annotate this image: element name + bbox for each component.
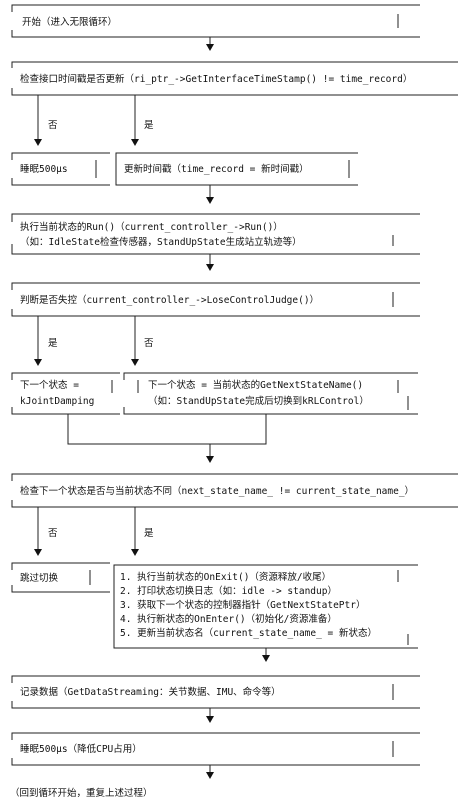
arrow-down-icon: [131, 359, 139, 366]
update-time-text: 更新时间戳（time_record = 新时间戳）: [124, 163, 309, 175]
check-diff-text: 检查下一个状态是否与当前状态不同（next_state_name_ != cur…: [20, 485, 414, 497]
branch-label-no: 否: [48, 528, 58, 539]
branch-label-yes: 是: [144, 528, 154, 539]
next-normal-line1: 下一个状态 = 当前状态的GetNextStateName(): [148, 379, 363, 391]
next-normal-box: 下一个状态 = 当前状态的GetNextStateName() （如：Stand…: [123, 372, 418, 415]
start-text: 开始（进入无限循环）: [22, 16, 117, 28]
arrow-down-icon: [131, 549, 139, 556]
check-diff-box: 检查下一个状态是否与当前状态不同（next_state_name_ != cur…: [11, 473, 458, 508]
switch-step-1: 1. 执行当前状态的OnExit()（资源释放/收尾）: [120, 571, 331, 583]
next-damping-line1: 下一个状态 =: [20, 379, 79, 391]
record-data-box: 记录数据（GetDataStreaming：关节数据、IMU、命令等）: [11, 675, 420, 709]
arrow-down-icon: [206, 772, 214, 779]
branch-label-yes: 是: [144, 120, 154, 131]
switch-step-2: 2. 打印状态切换日志（如：idle -> standup）: [120, 585, 337, 597]
next-damping-box: 下一个状态 = kJointDamping: [11, 372, 120, 415]
arrow-down-icon: [206, 264, 214, 271]
sleep-long-box: 睡眠500μs（降低CPU占用）: [11, 732, 420, 766]
arrow-down-icon: [131, 139, 139, 146]
branch-label-yes: 是: [48, 338, 58, 349]
arrow-down-icon: [34, 139, 42, 146]
switch-step-5: 5. 更新当前状态名（current_state_name_ = 新状态）: [120, 627, 377, 639]
sleep-long-text: 睡眠500μs（降低CPU占用）: [20, 743, 142, 755]
sleep-short-box: 睡眠500μs: [11, 152, 110, 186]
lose-control-text: 判断是否失控（current_controller_->LoseControlJ…: [20, 294, 319, 306]
switch-step-4: 4. 执行新状态的OnEnter()（初始化/资源准备）: [120, 613, 337, 625]
update-time-box: 更新时间戳（time_record = 新时间戳）: [115, 152, 358, 186]
loop-back-note: （回到循环开始，重复上述过程）: [10, 787, 153, 799]
arrow-down-icon: [34, 549, 42, 556]
start-box: 开始（进入无限循环）: [11, 4, 420, 38]
arrow-down-icon: [206, 716, 214, 723]
arrow-down-icon: [206, 197, 214, 204]
arrow-down-icon: [34, 359, 42, 366]
sleep-short-text: 睡眠500μs: [20, 163, 68, 175]
branch-label-no: 否: [144, 338, 154, 349]
run-text-line2: （如：IdleState检查传感器，StandUpState生成站立轨迹等）: [20, 236, 302, 248]
run-state-box: 执行当前状态的Run()（current_controller_->Run()）…: [11, 213, 420, 255]
check-interface-box: 检查接口时间戳是否更新（ri_ptr_->GetInterfaceTimeSta…: [11, 61, 458, 96]
check-interface-text: 检查接口时间戳是否更新（ri_ptr_->GetInterfaceTimeSta…: [20, 73, 412, 85]
skip-switch-box: 跳过切换: [11, 562, 110, 593]
run-text-line1: 执行当前状态的Run()（current_controller_->Run()）: [20, 221, 283, 233]
branch-label-no: 否: [48, 120, 58, 131]
switch-step-3: 3. 获取下一个状态的控制器指针（GetNextStatePtr）: [120, 599, 365, 611]
arrow-down-icon: [206, 456, 214, 463]
arrow-down-icon: [262, 655, 270, 662]
switch-steps-box: 1. 执行当前状态的OnExit()（资源释放/收尾） 2. 打印状态切换日志（…: [113, 564, 418, 649]
skip-switch-text: 跳过切换: [20, 572, 59, 584]
arrow-down-icon: [206, 44, 214, 51]
next-normal-line2: （如：StandUpState完成后切换到kRLControl）: [148, 395, 369, 407]
record-data-text: 记录数据（GetDataStreaming：关节数据、IMU、命令等）: [20, 686, 281, 698]
next-damping-line2: kJointDamping: [20, 396, 94, 407]
lose-control-box: 判断是否失控（current_controller_->LoseControlJ…: [11, 282, 420, 317]
